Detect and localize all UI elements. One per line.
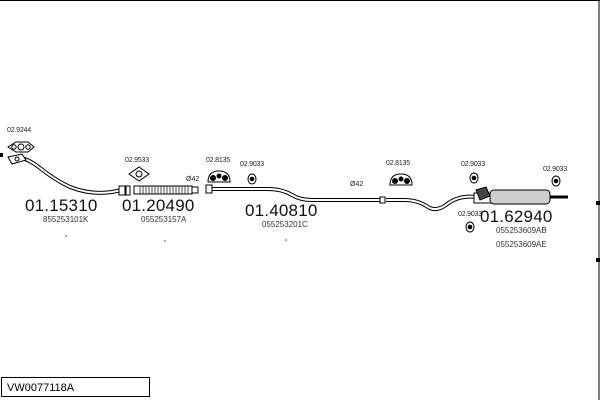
middle-pipe [205, 184, 386, 204]
part-ref: 055253609AB [496, 226, 547, 235]
diameter-label: Ø42 [186, 176, 200, 183]
fitting-label: 02.9033 [458, 211, 482, 218]
rubber-ring-right [551, 175, 561, 187]
hanger-02-8135-right [389, 173, 413, 186]
rubber-ring-mid [469, 172, 479, 184]
part-ref: 055253609AE [496, 240, 547, 249]
fitting-label: 02.8135 [206, 157, 230, 164]
flex-pipe [133, 185, 199, 195]
edge-marker-right [596, 201, 600, 205]
diagram-code-box: VW0077118A [1, 377, 150, 397]
edge-marker-right-2 [596, 258, 600, 262]
fitting-label: 02.9033 [461, 161, 485, 168]
part-number: 01.62940 [480, 207, 553, 226]
part-ref: 055253157A [141, 215, 187, 224]
edge-marker-left [0, 153, 3, 157]
diameter-label: Ø42 [350, 181, 364, 188]
mark-dot-3 [285, 239, 287, 241]
hanger-02-8135-left [207, 170, 231, 183]
part-number: 01.20490 [122, 196, 195, 215]
flange-gasket [7, 141, 35, 153]
front-pipe [7, 153, 123, 195]
fitting-label: 02.9033 [240, 161, 264, 168]
rear-pipe [386, 194, 477, 212]
clamp-joint-1 [118, 185, 131, 196]
gasket-02-9533 [128, 166, 150, 182]
fitting-label: 02.9244 [7, 127, 31, 134]
diagram-code: VW0077118A [7, 382, 75, 394]
fitting-label: 02.8135 [386, 160, 410, 167]
rubber-ring-left [247, 173, 257, 185]
part-number: 01.40810 [245, 201, 318, 220]
part-ref: 055253201C [262, 220, 308, 229]
part-number: 01.15310 [25, 196, 98, 215]
mark-dot-1 [65, 235, 67, 237]
rear-muffler [473, 186, 568, 205]
fitting-label: 02.9533 [125, 157, 149, 164]
fitting-label: 02.9033 [543, 166, 567, 173]
rubber-ring-lower [465, 221, 475, 233]
part-ref: 855253101K [43, 215, 89, 224]
mark-dot-2 [164, 240, 166, 242]
